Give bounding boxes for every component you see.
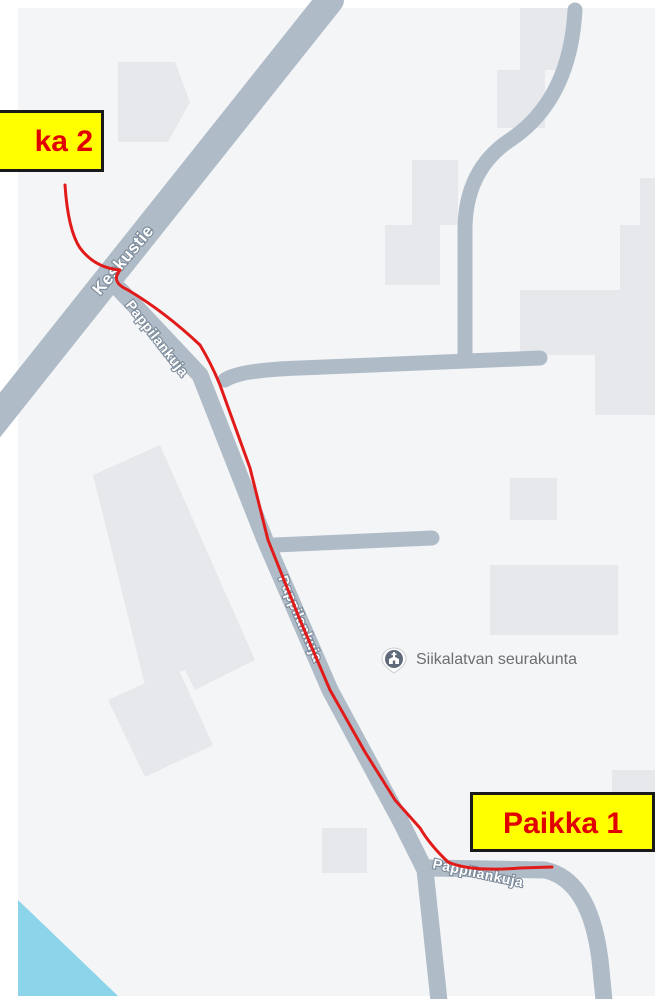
building: [93, 445, 255, 690]
road-side-upper: [217, 350, 548, 388]
building: [640, 178, 655, 232]
building: [322, 828, 367, 873]
buildings: [93, 8, 655, 873]
road-side-middle: [267, 530, 440, 553]
water-area: [18, 900, 118, 996]
route-line: [63, 183, 554, 871]
poi-marker[interactable]: Siikalatvan seurakunta: [380, 646, 577, 674]
road-pappilankuja-east: [421, 859, 613, 999]
building: [490, 565, 618, 635]
marker-place-2: ka 2: [0, 110, 104, 172]
church-icon: [381, 647, 407, 674]
road-north-branch: [457, 2, 583, 363]
road-keskustie: [0, 0, 344, 438]
building: [520, 225, 655, 415]
marker-place-1-label: Paikka 1: [503, 807, 624, 840]
building: [118, 62, 190, 142]
building: [385, 160, 458, 285]
building: [510, 478, 557, 520]
marker-place-2-label: ka 2: [34, 125, 93, 158]
building: [497, 8, 572, 128]
building: [108, 668, 213, 777]
poi-label: Siikalatvan seurakunta: [416, 651, 577, 668]
marker-place-1: Paikka 1: [470, 792, 655, 852]
